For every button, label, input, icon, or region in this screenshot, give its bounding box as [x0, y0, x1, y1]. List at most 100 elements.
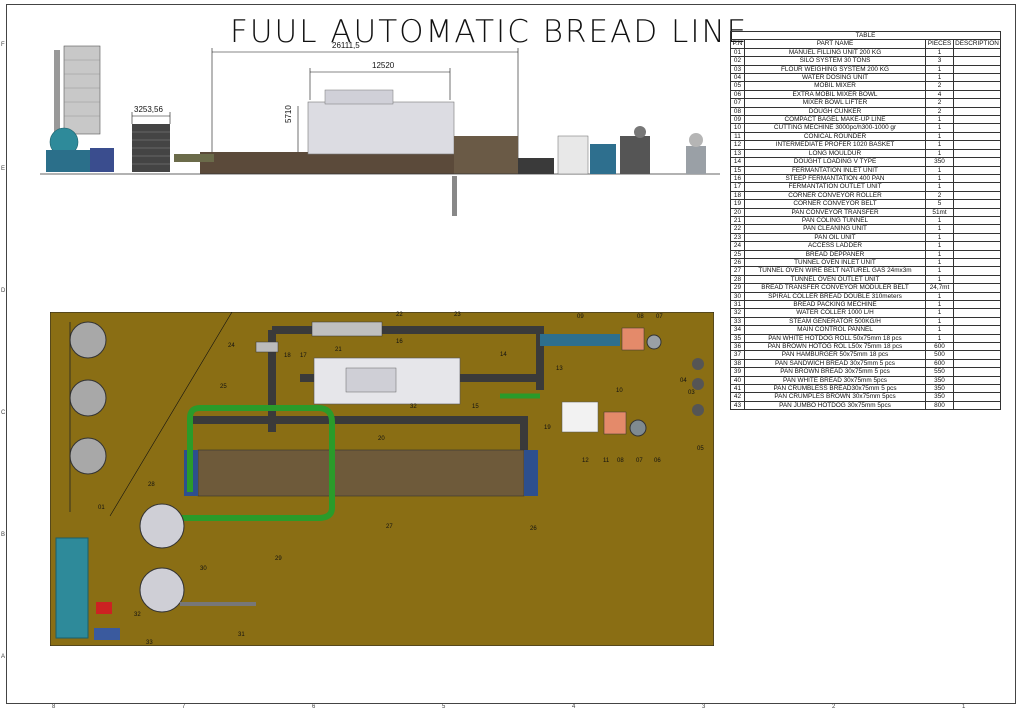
intermediate-proofer	[561, 401, 599, 433]
row-pn: 28	[730, 274, 745, 285]
row-description	[952, 157, 1002, 167]
callout-21: 21	[335, 347, 342, 353]
row-pn: 08	[730, 106, 745, 117]
row-description	[952, 199, 1002, 209]
row-pn: 20	[730, 207, 745, 217]
row-description	[952, 333, 1002, 344]
row-pn: 30	[730, 291, 745, 302]
tunnel-unit	[345, 367, 397, 393]
row-pieces: 1	[925, 173, 954, 184]
row-description	[952, 123, 1002, 133]
row-pn: 40	[730, 375, 745, 386]
zone-c: C	[1, 410, 6, 416]
row-pn: 35	[730, 333, 745, 344]
row-pn: 38	[730, 358, 745, 369]
spiral-cooler-1	[139, 503, 185, 549]
callout-23: 23	[454, 312, 461, 318]
drawing-frame	[6, 4, 1016, 704]
support-leg	[452, 176, 457, 216]
row-description	[952, 367, 1002, 377]
col-pn: P.N	[730, 39, 745, 49]
row-pieces: 1	[925, 47, 954, 58]
row-part-name: CUTTING MECHINE 3000pc/h300-1000 gr	[743, 123, 927, 133]
row-pieces: 1	[925, 123, 954, 133]
row-description	[952, 392, 1002, 402]
callout-20: 20	[378, 436, 385, 442]
row-part-name: DOUGHT LOADING V TYPE	[743, 157, 927, 167]
flour-weigh-plan	[692, 378, 704, 390]
row-pieces: 1	[925, 148, 954, 159]
table-caption: TABLE	[730, 30, 1001, 41]
tunnel-top	[324, 89, 394, 105]
bowl-plan	[646, 334, 662, 350]
row-description	[952, 73, 1002, 83]
callout-29: 29	[275, 556, 282, 562]
row-pieces: 1	[925, 64, 954, 75]
mixer-plan	[629, 419, 647, 437]
callout-11: 11	[603, 458, 610, 464]
row-part-name: PAN CONVEYOR TRANSFER	[743, 207, 927, 217]
row-pn: 18	[730, 190, 745, 201]
row-pn: 33	[730, 316, 745, 327]
silos-plan	[69, 321, 107, 475]
row-pn: 09	[730, 115, 745, 125]
row-description	[952, 98, 1002, 108]
row-pieces: 1	[925, 308, 954, 318]
mixer-elev	[686, 146, 706, 174]
callout-32: 32	[134, 612, 141, 618]
bowl-elev	[689, 133, 703, 147]
row-description	[952, 115, 1002, 125]
callout-19: 19	[544, 425, 551, 431]
row-description	[952, 308, 1002, 318]
row-part-name: TUNNEL OVEN INLET UNIT	[743, 257, 927, 268]
row-description	[952, 56, 1002, 66]
row-part-name: PAN HAMBURGER 50x75mm 18 pcs	[743, 350, 927, 360]
row-part-name: DOUGH CUNKER	[743, 106, 927, 117]
lifter-elev	[634, 126, 646, 138]
row-pieces: 2	[925, 190, 954, 201]
row-description	[952, 283, 1002, 293]
row-pieces: 550	[925, 367, 954, 377]
row-part-name: PAN JUMBO HOTDOG 30x75mm 5pcs	[743, 400, 927, 411]
callout-16: 16	[396, 339, 403, 345]
row-pn: 19	[730, 199, 745, 209]
dimension-lines	[131, 48, 519, 160]
callout-30: 30	[200, 566, 207, 572]
row-part-name: PAN CLEANING UNIT	[743, 224, 927, 234]
row-description	[952, 190, 1002, 201]
row-description	[952, 207, 1002, 217]
callout-22: 22	[396, 312, 403, 318]
callout-07-b: 07	[636, 458, 643, 464]
callout-31: 31	[238, 632, 245, 638]
row-pn: 22	[730, 224, 745, 234]
row-part-name: SILO SYSTEM 30 TONS	[743, 56, 927, 66]
water-cooler	[96, 602, 112, 614]
col-pieces: PIECES	[925, 39, 954, 49]
row-description	[952, 148, 1002, 159]
bread-transfer-belt	[180, 405, 335, 521]
row-pieces: 1	[925, 224, 954, 234]
row-description	[952, 131, 1002, 142]
row-pieces: 51mt	[925, 207, 954, 217]
row-pn: 29	[730, 283, 745, 293]
row-pieces: 24,7mt	[925, 283, 954, 293]
row-part-name: COMPACT BAGEL MAKE-UP LINE	[743, 115, 927, 125]
callout-01: 01	[98, 505, 105, 511]
row-part-name: SPIRAL COLLER BREAD DOUBLE 310meters	[743, 291, 927, 302]
callout-18: 18	[284, 353, 291, 359]
water-dosing	[692, 358, 704, 370]
row-description	[952, 325, 1002, 335]
